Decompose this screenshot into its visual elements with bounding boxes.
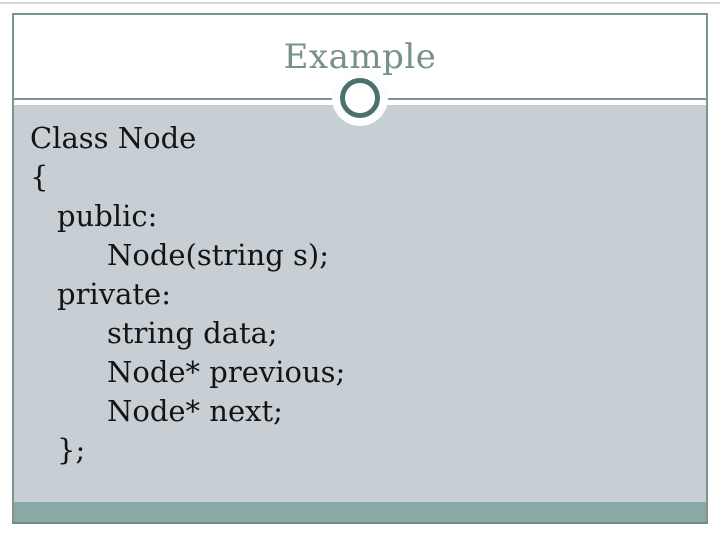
slide-title: Example bbox=[283, 37, 437, 77]
footer-bar bbox=[14, 502, 706, 522]
content-area: Class Node {public: Node(string s); private… bbox=[14, 105, 706, 502]
code-line: Node* previous; bbox=[107, 355, 346, 389]
top-hairline bbox=[0, 2, 720, 4]
code-line: { bbox=[30, 160, 49, 194]
code-line: }; bbox=[57, 433, 86, 467]
code-line: Node(string s); bbox=[107, 238, 329, 272]
code-block: Class Node {public: Node(string s); private… bbox=[14, 105, 706, 470]
divider-circle-ring-icon bbox=[340, 78, 380, 118]
code-line: private: bbox=[57, 277, 171, 311]
code-line: Class Node bbox=[30, 121, 197, 155]
code-line: string data; bbox=[107, 316, 278, 350]
code-line: public: bbox=[57, 199, 158, 233]
code-line: Node* next; bbox=[107, 394, 283, 428]
